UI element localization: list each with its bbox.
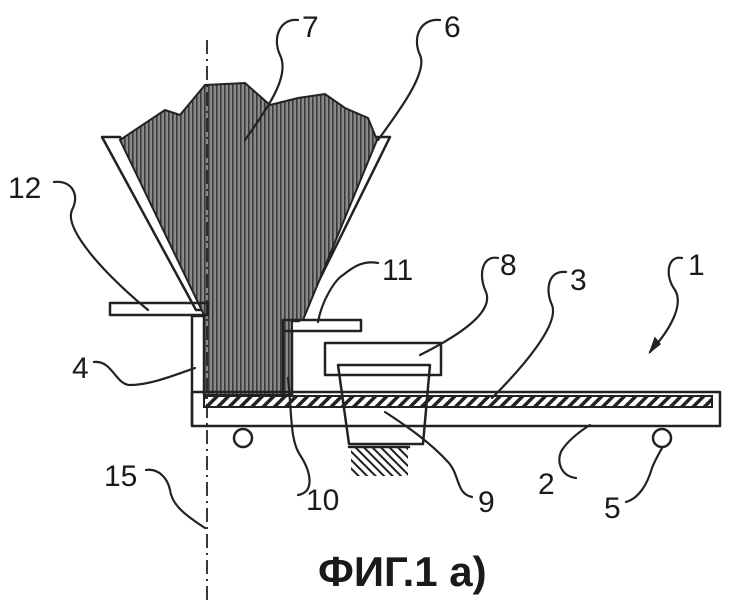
chamber-4 [190, 314, 206, 427]
leader-11 [316, 261, 380, 324]
leader-4 [92, 360, 197, 387]
label-6: 6 [444, 11, 461, 44]
arrow-1 [648, 336, 662, 355]
leader-3 [490, 270, 568, 400]
label-12: 12 [8, 172, 41, 205]
leader-9 [383, 410, 474, 499]
leader-5 [624, 446, 664, 504]
leader-1 [648, 256, 684, 354]
label-5: 5 [604, 492, 621, 525]
plate-12 [108, 301, 210, 317]
label-10: 10 [306, 484, 339, 517]
label-4: 4 [72, 352, 89, 385]
leader-7 [243, 18, 300, 142]
conveyor-belt-3 [203, 395, 713, 408]
wall-10 [281, 329, 294, 397]
label-3: 3 [570, 264, 587, 297]
wheel-5 [651, 427, 673, 449]
leader-15 [144, 468, 207, 530]
ground-base [351, 447, 408, 476]
label-15: 15 [104, 460, 137, 493]
label-8: 8 [500, 249, 517, 282]
label-2: 2 [538, 468, 555, 501]
label-11: 11 [382, 254, 413, 287]
leader-8 [418, 256, 500, 357]
wheel-left [232, 427, 254, 449]
label-9: 9 [478, 486, 495, 519]
leader-2 [558, 423, 592, 480]
leader-6 [376, 18, 442, 142]
plate-11 [281, 318, 363, 333]
vibrator-8 [323, 341, 443, 377]
frame-2 [190, 390, 722, 428]
label-7: 7 [302, 11, 319, 44]
leader-10 [286, 376, 311, 497]
label-1: 1 [688, 249, 705, 282]
figure-caption: ФИГ.1 а) [318, 548, 487, 595]
leader-12 [52, 180, 150, 312]
block-9 [336, 363, 432, 446]
